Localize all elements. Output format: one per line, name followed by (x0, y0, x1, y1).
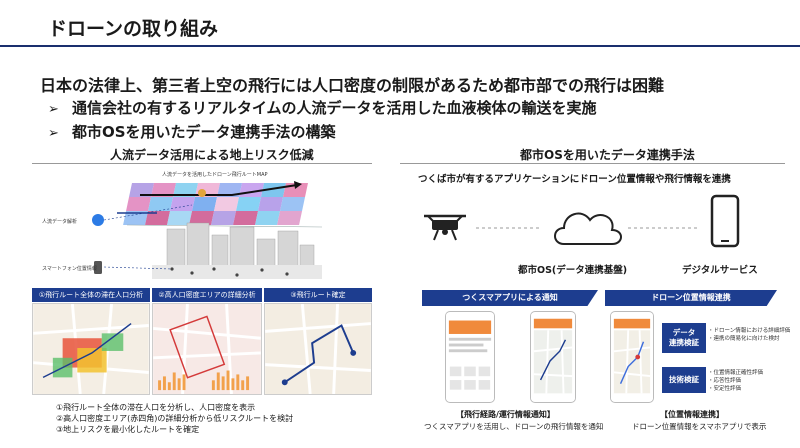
city-buildings (167, 223, 314, 269)
verify-item: ・連携の簡易化に向けた検討 (708, 335, 790, 343)
bullet-marker: ➢ (48, 102, 72, 117)
verify-item: ・安定性評価 (708, 385, 763, 393)
header-divider (0, 45, 800, 47)
digital-service-label: デジタルサービス (682, 262, 758, 276)
dense-area-map (152, 303, 262, 395)
note-item: ①飛行ルート全体の滞在人口を分析し、人口密度を表示 (56, 402, 293, 413)
caption-notification-title: 【飛行経路/運行情報通知】 (456, 409, 555, 420)
analysis-notes: ①飛行ルート全体の滞在人口を分析し、人口密度を表示 ②高人口密度エリア(赤四角)… (56, 402, 293, 435)
caption-location-text: ドローン位置情報をスマホアプリで表示 (632, 421, 766, 432)
headline: 日本の法律上、第三者上空の飛行には人口密度の制限があるため都市部での飛行は困難 (40, 72, 664, 96)
people-data-label: 人流データ解析 (42, 218, 77, 225)
bullet-text: 通信会社の有するリアルタイムの人流データを活用した血液検体の輸送を実施 (72, 99, 597, 117)
slide-header: ドローンの取り組み (0, 0, 800, 50)
tech-verification-items: ・位置情報正確性評価 ・応答性評価 ・安定性評価 (708, 369, 763, 393)
heatmap-grid (123, 183, 308, 225)
right-section-divider (400, 163, 785, 164)
verify-item: ・位置情報正確性評価 (708, 369, 763, 377)
verify-item: ・応答性評価 (708, 377, 763, 385)
data-analysis-icon (92, 214, 104, 226)
analysis-maps (32, 303, 372, 395)
verify-item: ・ドローン情報における詳細評価 (708, 327, 790, 335)
app-phone-screenshot-1 (445, 311, 495, 403)
cloud-icon (555, 214, 621, 244)
tab-route-population: ①飛行ルート全体の滞在人口分析 (32, 288, 150, 302)
tab-route-confirm: ③飛行ルート確定 (264, 288, 372, 302)
bullet-item: ➢都市OSを用いたデータ連携手法の構築 (48, 121, 336, 142)
left-section-divider (32, 163, 372, 164)
bullet-item: ➢通信会社の有するリアルタイムの人流データを活用した血液検体の輸送を実施 (48, 97, 597, 118)
note-item: ③地上リスクを最小化したルートを確定 (56, 424, 293, 435)
smartphone-icon (712, 196, 738, 246)
tech-verification-label: 技術検証 (662, 367, 706, 393)
bullet-text: 都市OSを用いたデータ連携手法の構築 (72, 123, 336, 141)
right-section-subtitle: つくば市が有するアプリケーションにドローン位置情報や飛行情報を連携 (418, 171, 731, 185)
app-notification-tab: つくスマアプリによる通知 (422, 290, 598, 306)
tab-dense-area: ②高人口密度エリアの詳細分析 (152, 288, 262, 302)
caption-notification-text: つくスマアプリを活用し、ドローンの飛行情報を通知 (424, 421, 603, 432)
slide-title: ドローンの取り組み (48, 14, 218, 41)
note-item: ②高人口密度エリア(赤四角)の詳細分析から低リスクルートを検討 (56, 413, 293, 424)
confirmed-route-map (264, 303, 372, 395)
right-section-title: 都市OSを用いたデータ連携手法 (520, 146, 695, 163)
data-verification-items: ・ドローン情報における詳細評価 ・連携の簡易化に向けた検討 (708, 327, 790, 343)
illustration-caption: 人流データを活用したドローン飛行ルートMAP (162, 171, 268, 178)
drone-icon (424, 216, 466, 240)
population-heatmap (32, 303, 150, 395)
data-verification-label: データ連携検証 (662, 323, 706, 353)
city-os-label: 都市OS(データ連携基盤) (518, 262, 627, 276)
bullet-marker: ➢ (48, 126, 72, 141)
people-flow-illustration: 人流データを活用したドローン飛行ルートMAP 人流データ解析 スマートフォン位置… (32, 165, 372, 285)
drone-location-phone (610, 311, 654, 403)
analysis-tabs: ①飛行ルート全体の滞在人口分析 ②高人口密度エリアの詳細分析 ③飛行ルート確定 (32, 288, 372, 302)
app-phone-screenshot-2 (530, 311, 576, 403)
phone-location-label: スマートフォン位置情報 (42, 265, 97, 272)
drone-location-tab: ドローン位置情報連携 (605, 290, 777, 306)
caption-location-title: 【位置情報連携】 (660, 409, 724, 420)
left-section-title: 人流データ活用による地上リスク低減 (110, 146, 314, 163)
